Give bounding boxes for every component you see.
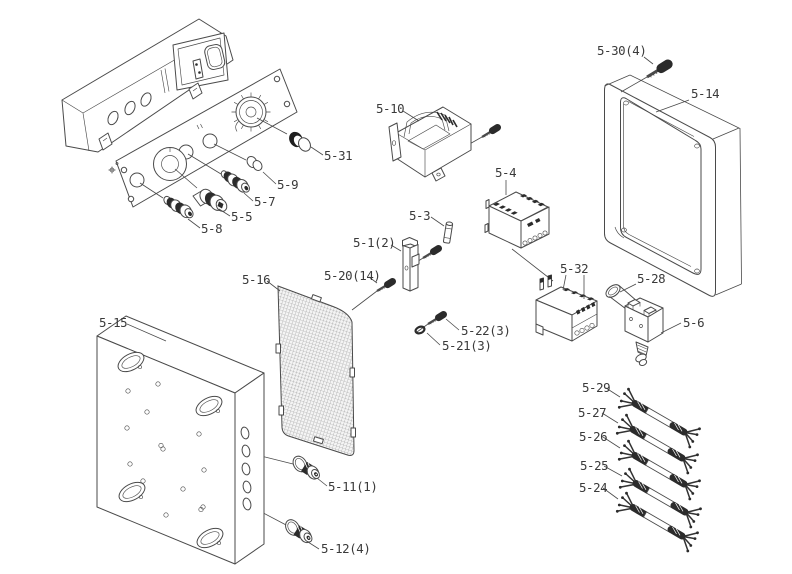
- part-label-5-10: 5-10: [376, 101, 404, 116]
- part-label-5-9: 5-9: [277, 177, 298, 192]
- part-label-5-5: 5-5: [231, 209, 252, 224]
- box-cover-frame: [604, 74, 742, 297]
- part-label-5-32: 5-32: [560, 261, 588, 276]
- relay-5-32: [535, 274, 598, 342]
- pin-5-3: [442, 221, 454, 244]
- part-label-5-25: 5-25: [580, 458, 608, 473]
- part-label-5-4: 5-4: [495, 165, 516, 180]
- perforated-plate: [275, 285, 356, 456]
- part-label-5-20: 5-20(14): [324, 268, 380, 283]
- micro-switch: [605, 284, 664, 367]
- part-label-5-26: 5-26: [579, 429, 607, 444]
- electrical-box: [96, 315, 265, 565]
- part-label-5-14: 5-14: [691, 86, 719, 101]
- mounting-feet: [117, 351, 224, 549]
- part-label-5-3: 5-3: [409, 208, 430, 223]
- knob-5-31: [289, 131, 311, 152]
- part-label-5-11: 5-11(1): [328, 479, 377, 494]
- part-label-5-16: 5-16: [242, 272, 270, 287]
- switch-5-5: [192, 188, 228, 212]
- switch-5-7: [220, 170, 250, 193]
- contactor-5-4: [484, 191, 550, 249]
- switch-5-8: [163, 195, 194, 219]
- part-label-5-27: 5-27: [578, 405, 606, 420]
- part-label-5-28: 5-28: [637, 271, 665, 286]
- bracket-5-1: [402, 237, 420, 292]
- part-label-5-22: 5-22(3): [461, 323, 510, 338]
- knockout-holes: [240, 426, 252, 511]
- part-label-5-6: 5-6: [683, 315, 704, 330]
- part-label-5-8: 5-8: [201, 221, 222, 236]
- faceplate: [108, 68, 298, 208]
- part-label-5-12: 5-12(4): [321, 541, 370, 556]
- part-label-5-24: 5-24: [579, 480, 607, 495]
- part-label-5-7: 5-7: [254, 194, 275, 209]
- part-label-5-30: 5-30(4): [597, 43, 646, 58]
- part-label-5-21: 5-21(3): [442, 338, 491, 353]
- part-label-5-29: 5-29: [582, 380, 610, 395]
- part-labels: 5-30(4) 5-14 5-10 5-31 5-9 5-7 5-5 5-8 5…: [99, 43, 720, 556]
- cap-5-9: [246, 155, 263, 171]
- part-label-5-15: 5-15: [99, 315, 127, 330]
- control-panel-housing: [61, 18, 234, 153]
- part-label-5-1: 5-1(2): [353, 235, 395, 250]
- washer-5-21: [414, 325, 426, 335]
- transformer: [388, 106, 472, 182]
- part-label-5-31: 5-31: [324, 148, 352, 163]
- timer-gear: [231, 92, 271, 132]
- leader-lines: [126, 56, 690, 550]
